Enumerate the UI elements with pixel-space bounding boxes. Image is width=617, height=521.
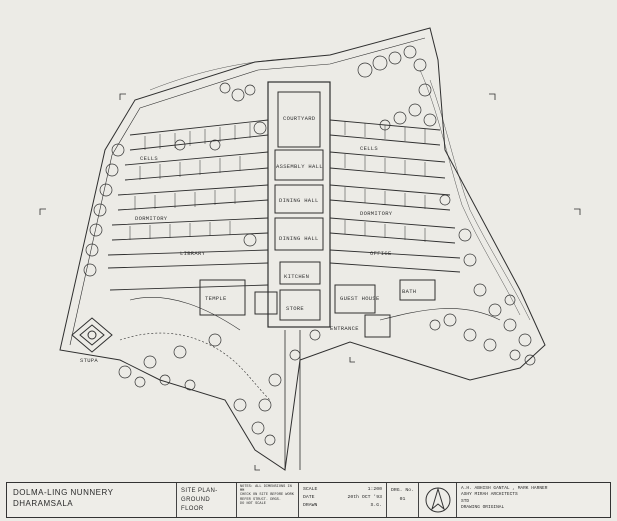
stupa-symbol xyxy=(71,317,113,353)
lower-right-block xyxy=(334,284,376,314)
project-name: DOLMA-LING NUNNERY xyxy=(13,488,114,497)
label-dining-two: DINING HALL xyxy=(279,235,319,242)
label-office: OFFICE xyxy=(370,250,392,257)
trees xyxy=(83,45,536,446)
sheet-title-line2: GROUND FLOOR xyxy=(181,497,211,512)
label-store: STORE xyxy=(286,305,304,312)
note-line: NOTES: ALL DIMENSIONS IN MM xyxy=(240,485,292,494)
north-arrow-icon xyxy=(425,487,450,513)
title-block: DOLMA-LING NUNNERY DHARAMSALA SITE PLAN-… xyxy=(6,482,611,518)
label-cells-b: CELLS xyxy=(360,145,378,152)
drawing-number-label: DRG. No. xyxy=(390,488,415,493)
label-bath: BATH xyxy=(402,288,416,295)
site-plan-drawing: COURTYARD ASSEMBLY HALL DINING HALL DINI… xyxy=(39,27,581,471)
notes-cell: NOTES: ALL DIMENSIONS IN MM CHECK ON SIT… xyxy=(237,483,299,517)
lower-left-block xyxy=(199,279,246,316)
project-location: DHARAMSALA xyxy=(13,499,74,508)
date-label: DATE xyxy=(303,495,315,500)
architects-cell: A.H. ABHISH GANTAL , MARK HARNER ASHY MI… xyxy=(457,483,610,517)
site-boundary-inner xyxy=(69,37,426,346)
architects-line4: DRAWING ORIGINAL xyxy=(461,505,505,511)
architects-line2: ASHY MIRAH ARCHITECTS xyxy=(461,492,518,498)
label-entrance: ENTRANCE xyxy=(330,325,359,332)
left-wings xyxy=(107,119,269,291)
project-name-cell: DOLMA-LING NUNNERY DHARAMSALA xyxy=(7,483,177,517)
drawn-label: DRAWN xyxy=(303,503,318,508)
drawing-info-cell: SCALE 1:200 DATE 20th OCT '93 DRAWN S.G. xyxy=(299,483,387,517)
architects-line3: STD xyxy=(461,498,470,504)
label-guest: GUEST HOUSE xyxy=(340,295,380,302)
sheet-title-cell: SITE PLAN- GROUND FLOOR xyxy=(177,483,237,517)
label-temple: TEMPLE xyxy=(205,295,227,302)
drawing-number-value: 01 xyxy=(399,497,406,502)
drawing-number-cell: DRG. No. 01 xyxy=(387,483,419,517)
label-library: LIBRARY xyxy=(180,250,206,257)
label-assembly: ASSEMBLY HALL xyxy=(276,163,323,170)
scale-label: SCALE xyxy=(303,487,318,492)
note-line: REFER STRUCT. DRGS. xyxy=(240,497,281,502)
architects-line1: A.H. ABHISH GANTAL , MARK HARNER xyxy=(461,486,548,491)
label-dormitory-d: DORMITORY xyxy=(360,210,393,217)
label-courtyard: COURTYARD xyxy=(283,115,316,122)
site-boundary xyxy=(59,27,546,471)
date-value: 20th OCT '93 xyxy=(347,495,382,500)
drawn-value: S.G. xyxy=(370,503,382,508)
label-dormitory-c: DORMITORY xyxy=(135,215,168,222)
north-arrow-cell xyxy=(419,483,457,517)
label-kitchen: KITCHEN xyxy=(284,273,309,280)
label-stupa: STUPA xyxy=(80,357,98,364)
courtyard xyxy=(277,91,321,148)
central-block xyxy=(267,81,331,328)
label-cells-a: CELLS xyxy=(140,155,158,162)
scale-value: 1:200 xyxy=(367,487,382,492)
right-wings xyxy=(329,119,461,273)
sheet-title-line1: SITE PLAN- xyxy=(181,488,218,494)
note-line: DO NOT SCALE xyxy=(240,501,266,506)
label-dining: DINING HALL xyxy=(279,197,319,204)
note-line: CHECK ON SITE BEFORE WORK xyxy=(240,493,294,498)
